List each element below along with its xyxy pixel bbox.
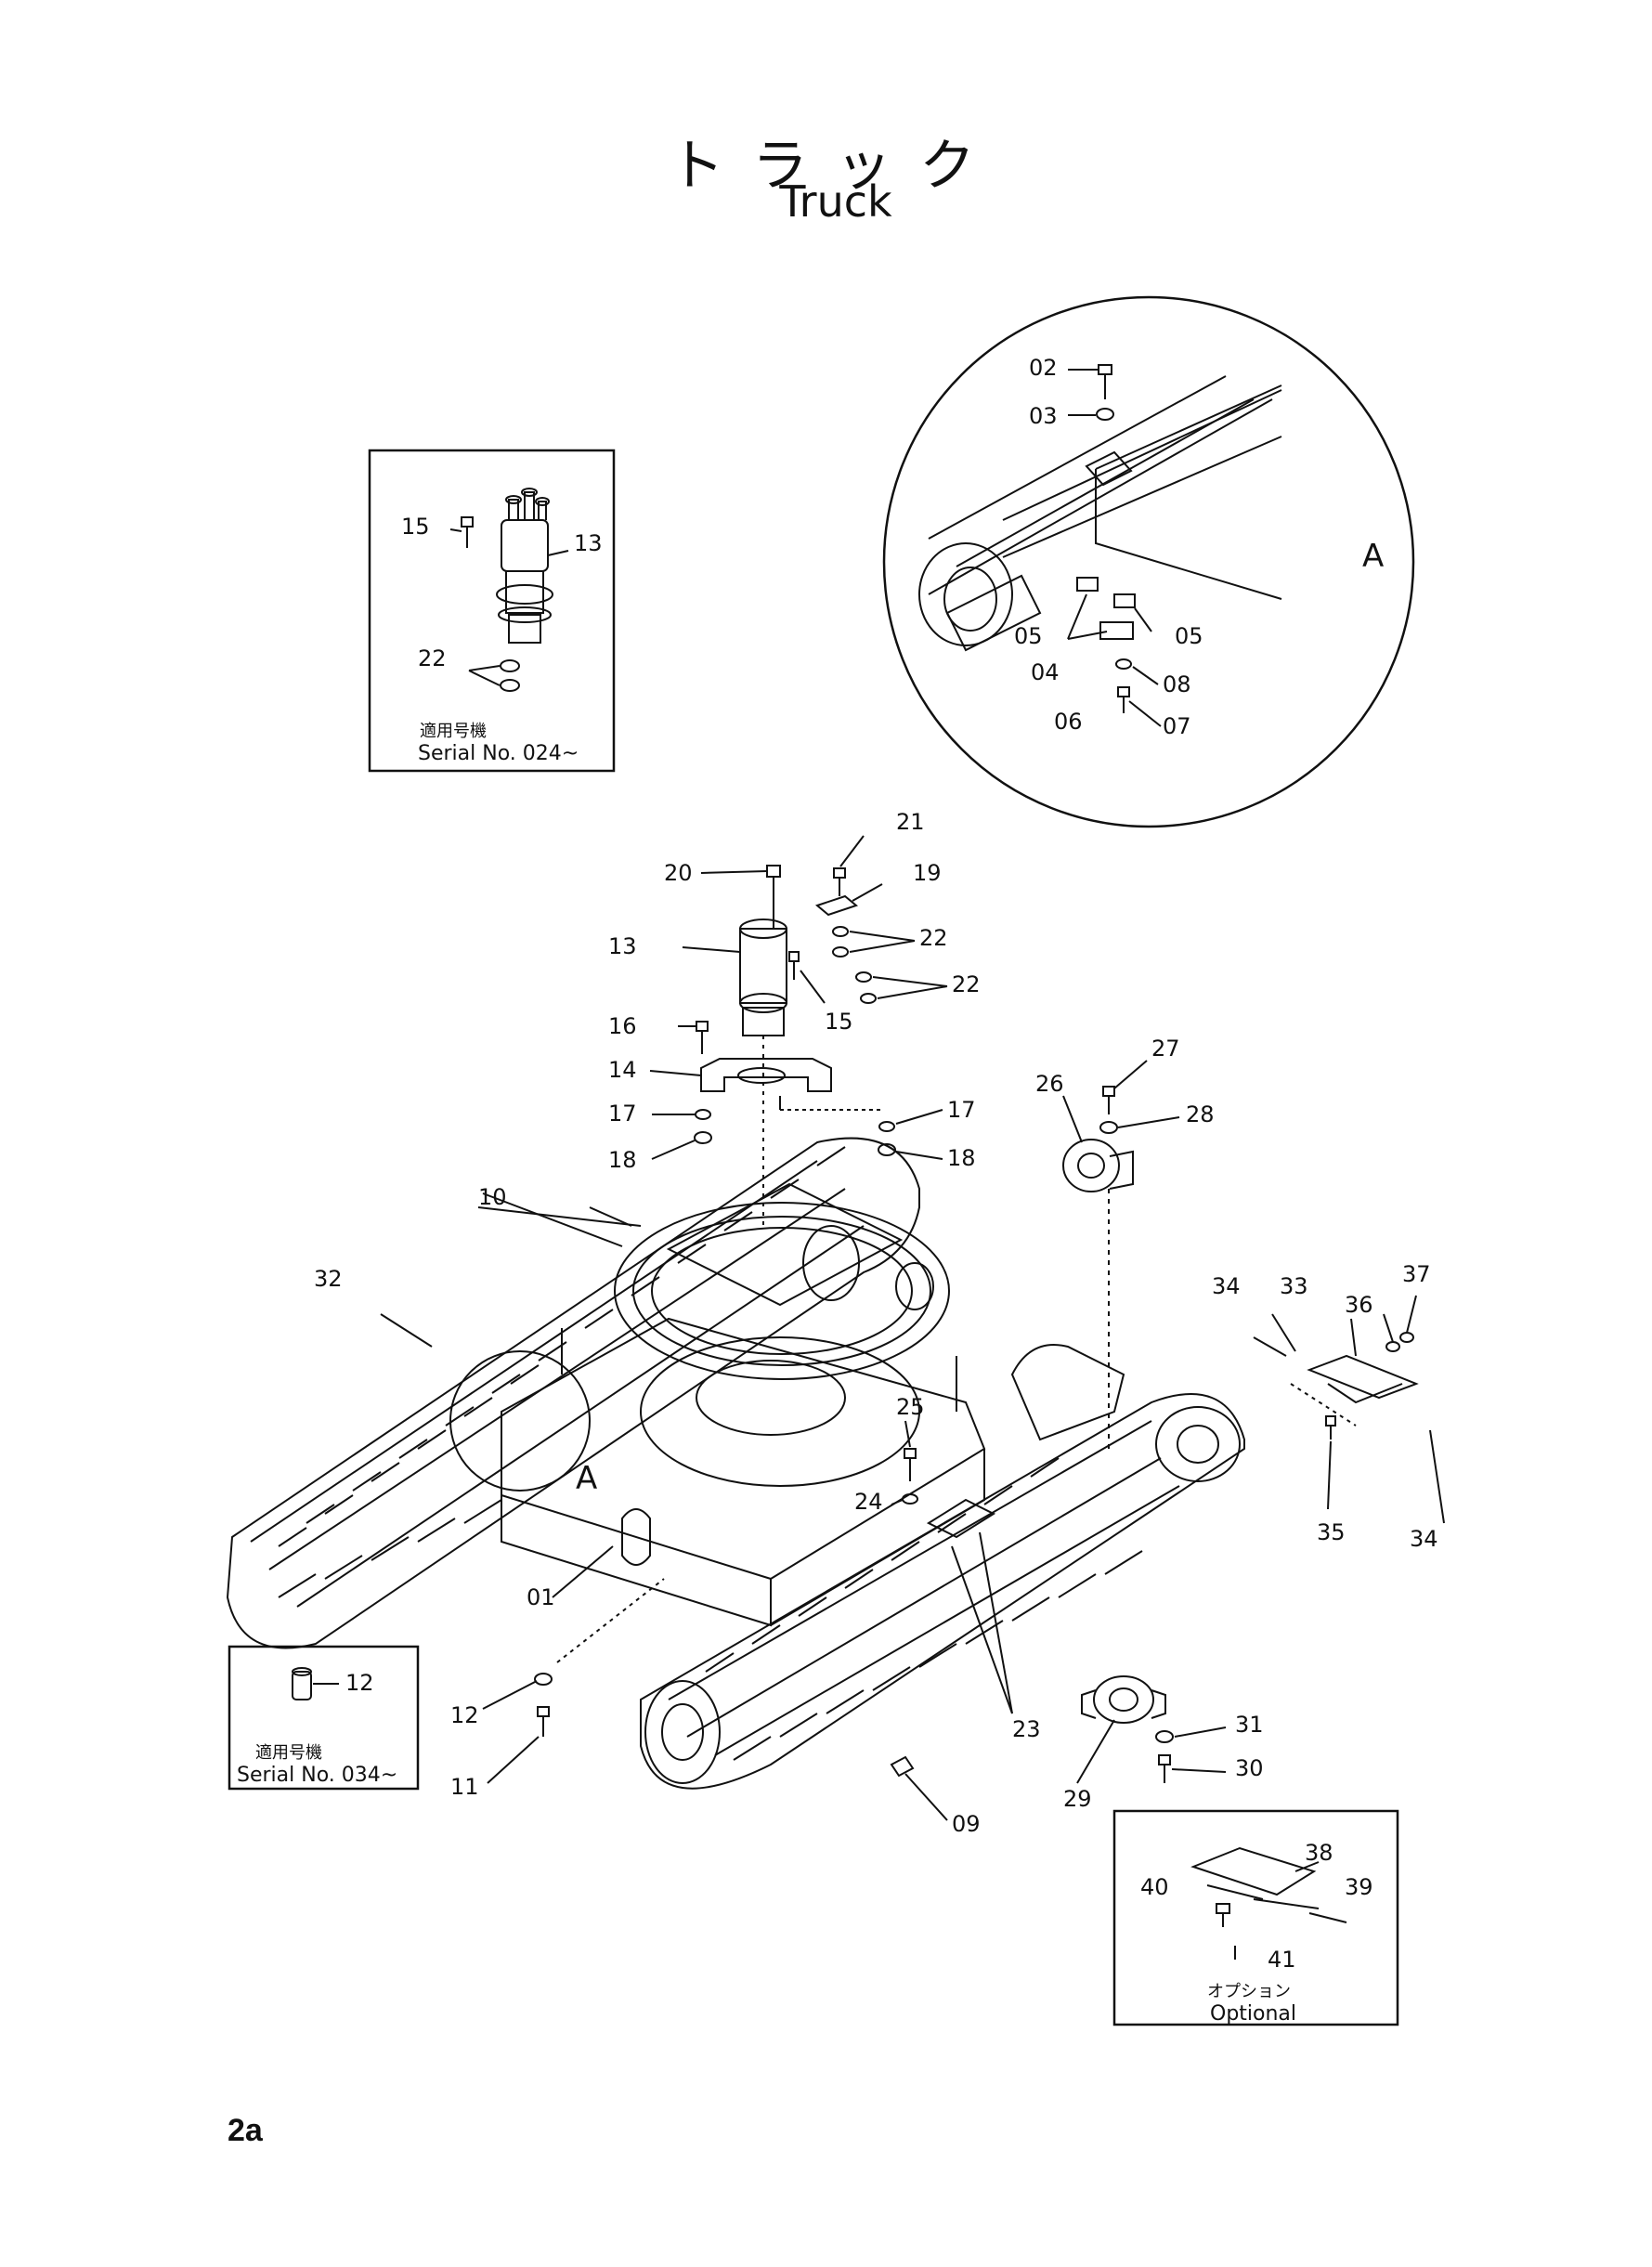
label-39: 39 — [1345, 1874, 1373, 1900]
label-13: 13 — [574, 530, 603, 556]
label-18-left: 18 — [608, 1147, 637, 1173]
label-25: 25 — [896, 1394, 925, 1420]
inset-serial-034-labels: 12 適用号機 Serial No. 034~ — [237, 1670, 397, 1787]
label-15: 15 — [825, 1009, 853, 1035]
label-28: 28 — [1186, 1101, 1215, 1127]
label-29: 29 — [1063, 1786, 1092, 1812]
track-roller-29 — [1076, 1675, 1227, 1784]
label-05-left: 05 — [1014, 623, 1043, 649]
label-22-upper: 22 — [919, 925, 948, 951]
label-11: 11 — [450, 1774, 479, 1800]
label-10: 10 — [478, 1184, 507, 1210]
label-04: 04 — [1031, 659, 1060, 685]
detail-A-mark: A — [1362, 538, 1384, 575]
label-06: 06 — [1054, 709, 1083, 735]
inset-034-serial: Serial No. 034~ — [237, 1764, 397, 1787]
track-link-33 — [1253, 1295, 1445, 1524]
label-18-right: 18 — [947, 1145, 976, 1171]
label-22: 22 — [418, 645, 447, 671]
label-19: 19 — [913, 860, 942, 886]
optional-jp: オプション — [1207, 1982, 1291, 2001]
label-03: 03 — [1029, 403, 1058, 429]
label-01: 01 — [527, 1584, 555, 1610]
inset-optional-labels: 38 40 39 41 オプション Optional — [1140, 1840, 1373, 2026]
swivel-joint-assembly — [649, 835, 948, 1226]
label-09: 09 — [952, 1811, 981, 1837]
label-34-upper: 34 — [1212, 1273, 1241, 1299]
carrier-roller-26 — [1062, 1060, 1180, 1449]
label-37: 37 — [1402, 1261, 1431, 1287]
label-38: 38 — [1305, 1840, 1333, 1866]
track-frame — [226, 1137, 1245, 1790]
bolt-25-washer-24 — [891, 1420, 918, 1505]
label-33: 33 — [1280, 1273, 1308, 1299]
label-23: 23 — [1012, 1716, 1041, 1742]
page-title-en: Truck — [779, 176, 892, 227]
main-labels: 21 20 19 13 22 22 15 16 14 17 17 18 18 2… — [314, 809, 1438, 1837]
label-35: 35 — [1317, 1519, 1346, 1545]
label-41: 41 — [1268, 1947, 1296, 1973]
label-12: 12 — [450, 1702, 479, 1728]
label-22-lower: 22 — [952, 971, 981, 997]
inset-serial-024-labels: 15 13 22 適用号機 Serial No. 024~ — [401, 514, 603, 765]
bolt-11-washer-12 — [482, 1578, 665, 1784]
label-20: 20 — [664, 860, 693, 886]
label-34-lower: 34 — [1410, 1526, 1438, 1552]
swing-bearing-10 — [477, 1182, 950, 1380]
page-title-jp: トラック — [669, 134, 1003, 199]
label-16: 16 — [608, 1013, 637, 1039]
inset-optional — [1112, 1809, 1399, 2026]
label-17-left: 17 — [608, 1101, 637, 1127]
grease-fitting-09 — [890, 1755, 948, 1821]
label-15: 15 — [401, 514, 430, 540]
label-05-right: 05 — [1175, 623, 1203, 649]
inset-serial-024 — [368, 449, 616, 773]
label-21: 21 — [896, 809, 925, 835]
label-17-right: 17 — [947, 1097, 976, 1123]
label-07: 07 — [1163, 713, 1191, 739]
label-02: 02 — [1029, 355, 1058, 381]
label-31: 31 — [1235, 1712, 1264, 1738]
label-26: 26 — [1035, 1071, 1064, 1097]
detail-A-labels: 02 03 05 05 04 08 06 07 A — [1014, 355, 1384, 739]
label-40: 40 — [1140, 1874, 1169, 1900]
section-mark-A: A — [576, 1460, 597, 1497]
page-number: 2a — [228, 2113, 263, 2148]
inset-serial-034 — [228, 1645, 420, 1791]
label-14: 14 — [608, 1057, 637, 1083]
label-13: 13 — [608, 933, 637, 959]
label-30: 30 — [1235, 1755, 1264, 1781]
label-32: 32 — [314, 1266, 343, 1292]
label-08: 08 — [1163, 671, 1191, 697]
inset-024-jp: 適用号機 — [420, 722, 487, 741]
label-12-inset: 12 — [345, 1670, 374, 1696]
inset-024-serial: Serial No. 024~ — [418, 742, 579, 765]
label-24: 24 — [854, 1489, 883, 1515]
inset-034-jp: 適用号機 — [255, 1743, 322, 1763]
label-27: 27 — [1151, 1036, 1180, 1062]
label-36: 36 — [1345, 1292, 1373, 1318]
detail-A-circle — [882, 295, 1415, 828]
optional-en: Optional — [1210, 2002, 1296, 2026]
